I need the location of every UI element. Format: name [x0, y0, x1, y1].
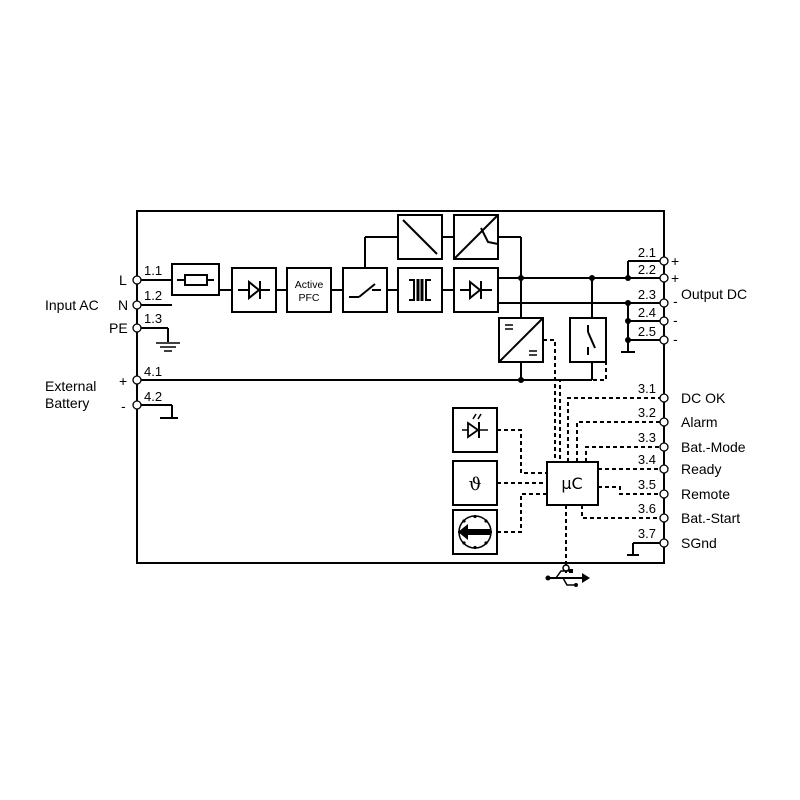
bat-start-label: Bat.-Start [681, 510, 740, 526]
terminal-3-5: 3.5 [638, 477, 656, 492]
terminal-2-2: 2.2 [638, 262, 656, 277]
terminal-numbers: 1.1 1.2 1.3 4.1 4.2 2.1 2.2 2.3 2.4 2.5 … [144, 245, 656, 541]
output-dc-label: Output DC [681, 286, 747, 302]
junction-dots [518, 275, 631, 383]
fuse-block [171, 263, 220, 296]
terminal-3-6: 3.6 [638, 501, 656, 516]
terminal-2-4: 2.4 [638, 305, 656, 320]
l-label: L [119, 272, 127, 288]
terminal-4-1: 4.1 [144, 364, 162, 379]
terminal-3-1: 3.1 [638, 381, 656, 396]
terminal-2-3: 2.3 [638, 287, 656, 302]
terminal-1-2: 1.2 [144, 288, 162, 303]
control-signal-lines [497, 339, 660, 573]
output-2-4-sign: - [673, 312, 678, 328]
dc-ok-label: DC OK [681, 390, 726, 406]
led-indicator-block [452, 407, 498, 453]
left-terminals [132, 275, 142, 410]
output-rectifier-block [453, 267, 499, 313]
terminal-3-7: 3.7 [638, 526, 656, 541]
terminal-1-3: 1.3 [144, 311, 162, 326]
n-label: N [118, 297, 128, 313]
output-labels: + + - - - Output DC DC OK Alarm Bat.-Mod… [671, 253, 747, 551]
battery-label: Battery [45, 395, 89, 411]
terminal-1-1: 1.1 [144, 263, 162, 278]
temperature-sensor-block: ϑ [452, 460, 498, 506]
terminal-3-4: 3.4 [638, 452, 656, 467]
sgnd-label: SGnd [681, 535, 717, 551]
pfc-label-line2: PFC [299, 292, 320, 304]
terminal-3-3: 3.3 [638, 430, 656, 445]
ready-label: Ready [681, 461, 721, 477]
rotary-selector-block [452, 509, 498, 555]
converter-block-chevron [453, 214, 499, 260]
transformer-block [397, 267, 443, 313]
dc-dc-charger-block [498, 317, 544, 363]
right-terminals [659, 256, 669, 548]
usb-icon [545, 564, 590, 587]
uc-label: µC [561, 474, 582, 493]
external-label: External [45, 378, 96, 394]
remote-label: Remote [681, 486, 730, 502]
terminal-3-2: 3.2 [638, 405, 656, 420]
theta-symbol: ϑ [469, 474, 482, 495]
rectifier-block [231, 267, 277, 313]
pe-label: PE [109, 320, 128, 336]
pfc-label-line1: Active [295, 279, 324, 291]
converter-block-diagonal [397, 214, 443, 260]
switch-block [342, 267, 388, 313]
alarm-label: Alarm [681, 414, 718, 430]
terminal-2-5: 2.5 [638, 324, 656, 339]
active-pfc-block: Active PFC [286, 267, 332, 313]
battery-minus-label: - [121, 398, 126, 414]
battery-switch-block [569, 317, 607, 363]
battery-plus-label: + [119, 373, 127, 389]
input-ac-label: Input AC [45, 297, 99, 313]
output-2-2-sign: + [671, 270, 679, 286]
bat-mode-label: Bat.-Mode [681, 439, 746, 455]
device-housing [136, 210, 665, 564]
output-2-5-sign: - [673, 331, 678, 347]
output-2-3-sign: - [673, 293, 678, 309]
input-labels: Input AC L N PE External Battery + - [45, 272, 128, 414]
output-2-1-sign: + [671, 253, 679, 269]
microcontroller-block: µC [546, 461, 599, 506]
terminal-2-1: 2.1 [638, 245, 656, 260]
terminal-4-2: 4.2 [144, 389, 162, 404]
